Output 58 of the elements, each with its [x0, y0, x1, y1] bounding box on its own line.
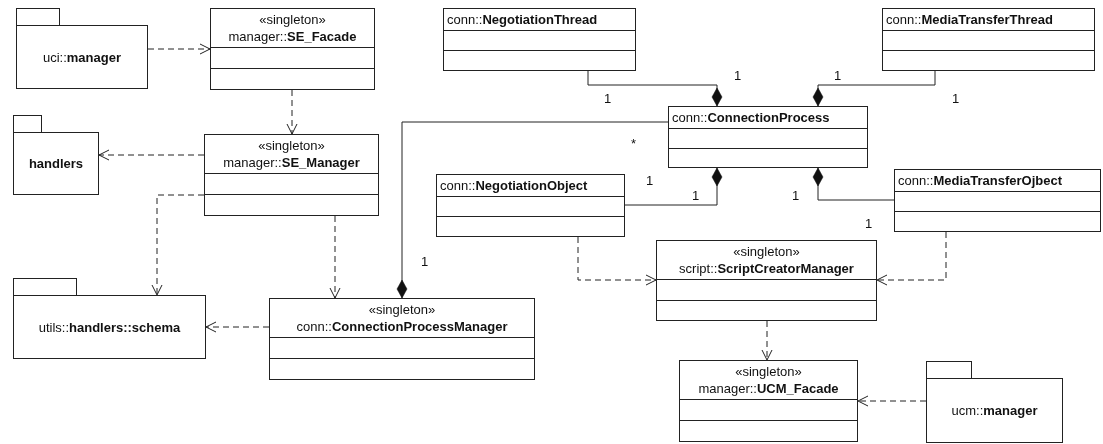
multiplicity-label: * [631, 136, 637, 151]
dependency-arrow [577, 236, 657, 286]
dependency-arrow [857, 395, 927, 407]
composition-line [624, 167, 723, 206]
stereotype-label: «singleton» [258, 137, 325, 154]
composition-line [812, 70, 936, 107]
dependency-arrow [147, 43, 211, 55]
class-box [269, 298, 535, 380]
package-name: utils::handlers::schema [38, 319, 181, 335]
package-folder [13, 278, 206, 359]
dependency-arrow [329, 215, 341, 299]
class-name: conn::NegotiationThread [447, 11, 598, 28]
dependency-arrow [286, 89, 298, 135]
class-box [204, 134, 379, 216]
dependency-arrow [205, 321, 270, 333]
class-name: manager::SE_Facade [228, 28, 357, 45]
multiplicity-label: 1 [421, 254, 429, 269]
multiplicity-label: 1 [604, 91, 612, 106]
composition-line [812, 167, 895, 201]
composition-line [396, 121, 669, 299]
stereotype-label: «singleton» [733, 243, 800, 260]
package-folder [926, 361, 1063, 443]
multiplicity-label: 1 [865, 216, 873, 231]
class-box [668, 106, 868, 168]
dependency-arrow [98, 149, 205, 161]
multiplicity-label: 1 [646, 173, 654, 188]
package-name: uci::manager [42, 49, 121, 65]
package-folder [16, 8, 148, 89]
class-box [656, 240, 877, 321]
class-box [210, 8, 375, 90]
class-name: manager::UCM_Facade [698, 380, 839, 397]
package-folder [13, 115, 99, 195]
stereotype-label: «singleton» [735, 363, 802, 380]
class-name: conn::ConnectionProcessManager [296, 318, 508, 335]
class-name: conn::NegotiationObject [440, 177, 588, 194]
class-box [436, 174, 625, 237]
class-name: conn::ConnectionProcess [672, 109, 830, 126]
composition-line [587, 70, 723, 107]
class-name: conn::MediaTransferThread [886, 11, 1053, 28]
multiplicity-label: 1 [834, 68, 842, 83]
package-name: ucm::manager [951, 403, 1038, 418]
dependency-arrow [761, 320, 773, 361]
stereotype-label: «singleton» [368, 301, 436, 318]
class-name: script::ScriptCreatorManager [679, 260, 854, 277]
class-box [882, 8, 1095, 71]
package-name: handlers [28, 156, 84, 171]
class-name: conn::MediaTransferOjbect [898, 172, 1063, 189]
dependency-arrow [876, 231, 947, 286]
multiplicity-label: 1 [952, 91, 960, 106]
stereotype-label: «singleton» [259, 11, 326, 28]
class-box [894, 169, 1101, 232]
dependency-arrow [151, 194, 205, 296]
class-box [443, 8, 636, 71]
multiplicity-label: 1 [692, 188, 700, 203]
class-box [679, 360, 858, 442]
class-name: manager::SE_Manager [223, 154, 360, 171]
multiplicity-label: 1 [792, 188, 800, 203]
multiplicity-label: 1 [734, 68, 742, 83]
